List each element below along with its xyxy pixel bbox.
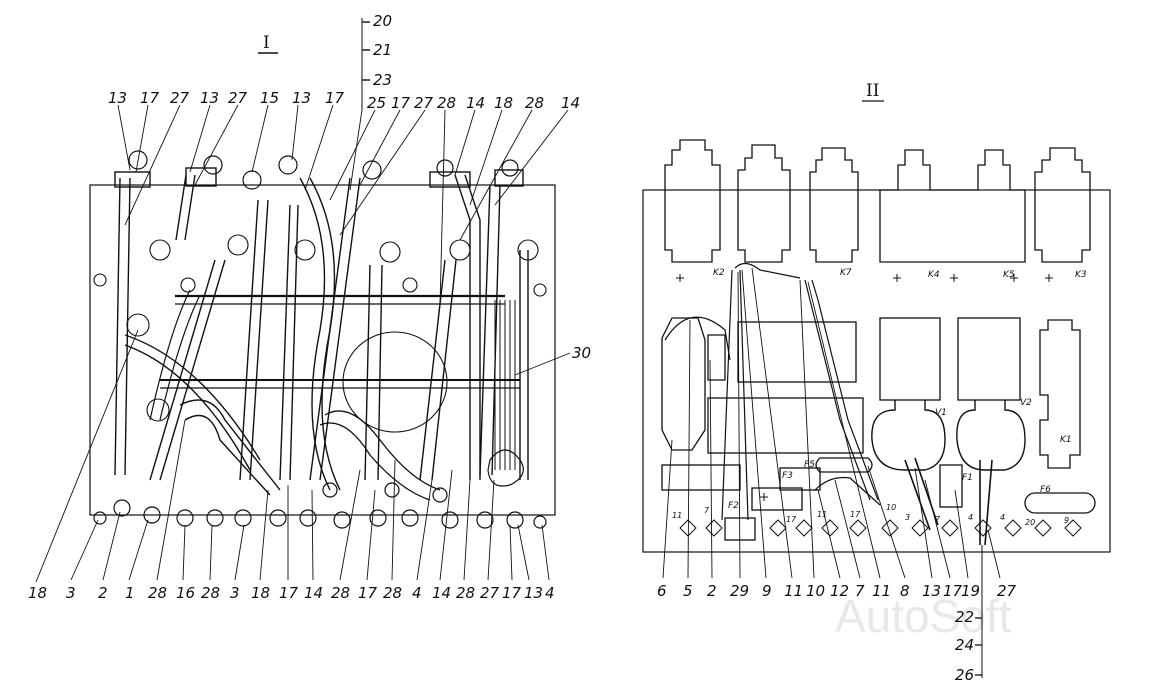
callout-label: 17 — [325, 89, 345, 107]
callout-label: 26 — [955, 666, 974, 684]
component-label: K1 — [1060, 435, 1072, 445]
callout-label: 14 — [304, 584, 323, 602]
callout-label: 3 — [66, 584, 76, 602]
component-label: F5 — [804, 460, 815, 470]
callout-label: 17 — [279, 584, 299, 602]
callout-label: 4 — [412, 584, 422, 602]
callout-label: 28 — [383, 584, 402, 602]
view-1-labels: 18 3 2 1 28 16 28 3 18 17 14 28 17 28 4 … — [28, 12, 591, 602]
view-2-title: II — [866, 81, 879, 101]
callout-label: 28 — [148, 584, 167, 602]
callout-label: 11 — [784, 582, 803, 600]
callout-label: 14 — [432, 584, 451, 602]
terminal-label: 11 — [672, 511, 682, 520]
callout-label: 16 — [176, 584, 195, 602]
callout-label: 28 — [437, 94, 456, 112]
callout-label: 2 — [707, 582, 717, 600]
callout-label: 27 — [414, 94, 434, 112]
view-1: I — [35, 18, 571, 583]
terminal-label: 17 — [786, 515, 797, 524]
callout-label: 18 — [251, 584, 270, 602]
callout-label: 27 — [228, 89, 248, 107]
callout-label: 17 — [391, 94, 411, 112]
callout-label: 2 — [98, 584, 108, 602]
callout-label: 17 — [358, 584, 378, 602]
callout-label: 15 — [260, 89, 279, 107]
terminal-label: 10 — [886, 503, 896, 512]
callout-label: 27 — [170, 89, 190, 107]
callout-label: 28 — [201, 584, 220, 602]
component-label: F6 — [1040, 485, 1051, 495]
view-2: II — [642, 81, 1111, 678]
callout-label: 20 — [373, 12, 392, 30]
callout-label: 14 — [561, 94, 580, 112]
view-1-title: I — [263, 33, 270, 53]
callout-label: 14 — [466, 94, 485, 112]
callout-label: 6 — [657, 582, 667, 600]
component-label: K5 — [1003, 270, 1015, 280]
callout-label: 3 — [230, 584, 240, 602]
callout-label: 21 — [373, 41, 392, 59]
callout-label: 17 — [140, 89, 160, 107]
panel-board-1 — [89, 184, 556, 516]
callout-label: 8 — [900, 582, 910, 600]
callout-label: 12 — [830, 582, 849, 600]
callout-label: 27 — [997, 582, 1017, 600]
callout-label: 13 — [922, 582, 941, 600]
panel-board-2 — [642, 189, 1111, 553]
callout-label: 13 — [524, 584, 543, 602]
terminal-label: 7 — [935, 515, 941, 524]
terminal-label: 7 — [704, 506, 710, 515]
terminal-label: 9 — [1064, 516, 1069, 525]
callout-label: 19 — [961, 582, 980, 600]
callout-label: 24 — [955, 636, 974, 654]
callout-label: 1 — [125, 584, 135, 602]
callout-label: 11 — [872, 582, 891, 600]
component-label: K3 — [1075, 270, 1087, 280]
callout-label: 17 — [943, 582, 963, 600]
callout-label: 23 — [373, 71, 392, 89]
callout-label: 9 — [762, 582, 772, 600]
callout-label: 13 — [108, 89, 127, 107]
callout-label: 5 — [683, 582, 693, 600]
callout-label: 25 — [367, 94, 386, 112]
callout-label: 30 — [572, 344, 591, 362]
component-label: F2 — [728, 501, 739, 511]
callout-label: 18 — [494, 94, 513, 112]
callout-label: 13 — [200, 89, 219, 107]
terminal-label: 4 — [968, 513, 973, 522]
terminal-label: 20 — [1025, 518, 1035, 527]
callout-label: 28 — [456, 584, 475, 602]
terminal-label: 4 — [1000, 513, 1005, 522]
callout-label: 10 — [806, 582, 825, 600]
callout-label: 13 — [292, 89, 311, 107]
callout-label: 29 — [730, 582, 749, 600]
view-2-labels: 6 5 2 29 9 11 10 12 7 11 8 13 17 19 27 2… — [657, 268, 1087, 684]
callout-label: 28 — [525, 94, 544, 112]
terminal-label: 17 — [850, 510, 861, 519]
round-component — [342, 331, 448, 433]
component-label: V2 — [1020, 398, 1032, 408]
component-label: K2 — [713, 268, 725, 278]
callout-label: 22 — [955, 608, 974, 626]
terminal-label: 11 — [817, 510, 827, 519]
terminal-label: 3 — [905, 513, 910, 522]
callout-label: 27 — [480, 584, 500, 602]
callout-label: 28 — [331, 584, 350, 602]
component-label: K4 — [928, 270, 940, 280]
callout-label: 4 — [545, 584, 555, 602]
callout-label: 7 — [855, 582, 865, 600]
component-label: F1 — [962, 473, 973, 483]
component-label: F3 — [782, 471, 793, 481]
component-label: V1 — [935, 408, 947, 418]
callout-label: 17 — [502, 584, 522, 602]
callout-label: 18 — [28, 584, 47, 602]
component-label: K7 — [840, 268, 852, 278]
